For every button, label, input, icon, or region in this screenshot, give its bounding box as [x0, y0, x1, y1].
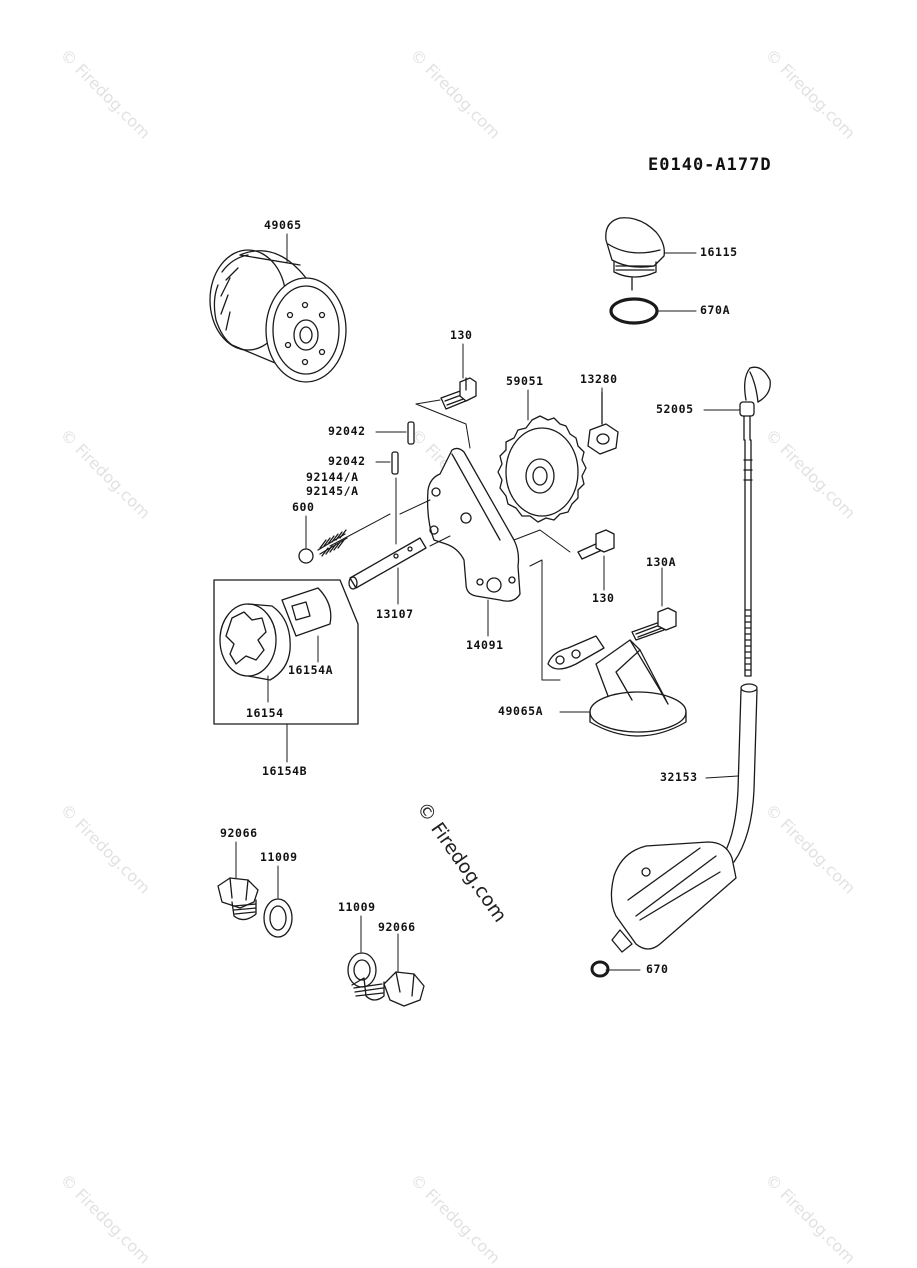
rotor-kit-part: [213, 579, 359, 725]
bolt-part: [577, 529, 615, 560]
part-label[interactable]: 92066: [220, 826, 258, 840]
part-label[interactable]: 11009: [260, 850, 298, 864]
bolt-part: [440, 377, 477, 410]
part-label[interactable]: 130: [450, 328, 473, 342]
part-label[interactable]: 13107: [376, 607, 414, 621]
oil-filter-part: [209, 249, 347, 383]
relief-ball-part: [298, 548, 314, 564]
nut-part: [587, 391, 619, 455]
part-label[interactable]: 130A: [646, 555, 677, 569]
part-label[interactable]: 670A: [700, 303, 731, 317]
part-label[interactable]: 92042: [328, 454, 366, 468]
part-label[interactable]: 16115: [700, 245, 738, 259]
drain-plug-part: [351, 971, 425, 1007]
part-label[interactable]: 16154B: [262, 764, 308, 778]
part-label[interactable]: 92144/A: [306, 470, 359, 484]
oil-filler-cap-part: [605, 217, 665, 291]
part-label[interactable]: 52005: [656, 402, 694, 416]
part-label[interactable]: 92042: [328, 424, 366, 438]
part-label[interactable]: 16154A: [288, 663, 334, 677]
washer-part: [263, 898, 293, 938]
part-label[interactable]: 49065A: [498, 704, 544, 718]
part-label[interactable]: 11009: [338, 900, 376, 914]
oil-pump-gear-part: [497, 415, 587, 523]
part-label[interactable]: 92145/A: [306, 484, 359, 498]
part-label[interactable]: 59051: [506, 374, 544, 388]
part-label[interactable]: 16154: [246, 706, 284, 720]
parts-diagram: © Firedog.com © Firedog.com © Firedog.co…: [57, 45, 860, 1268]
pump-shaft-part: [348, 537, 427, 590]
parts-drawing: [209, 217, 771, 1007]
part-label[interactable]: 14091: [466, 638, 504, 652]
dipstick-tube-part: [610, 683, 758, 953]
pump-cover-plate-part: [426, 447, 521, 602]
part-label[interactable]: 600: [292, 500, 315, 514]
o-ring-part: [609, 297, 659, 325]
diagram-code: E0140-A177D: [648, 155, 772, 175]
washer-part: [347, 952, 377, 988]
pin-part: [391, 421, 415, 475]
part-label[interactable]: 49065: [264, 218, 302, 232]
oil-strainer-part: [547, 635, 687, 737]
o-ring-part: [590, 960, 610, 978]
part-label[interactable]: 13280: [580, 372, 618, 386]
drain-plug-part: [217, 877, 259, 921]
relief-spring-part: [317, 529, 348, 557]
dipstick-part: [739, 366, 771, 677]
part-label[interactable]: 32153: [660, 770, 698, 784]
bolt-part: [631, 607, 677, 641]
part-label[interactable]: 670: [646, 962, 669, 976]
part-label[interactable]: 130: [592, 591, 615, 605]
part-label[interactable]: 92066: [378, 920, 416, 934]
leader-lines: [235, 233, 741, 973]
